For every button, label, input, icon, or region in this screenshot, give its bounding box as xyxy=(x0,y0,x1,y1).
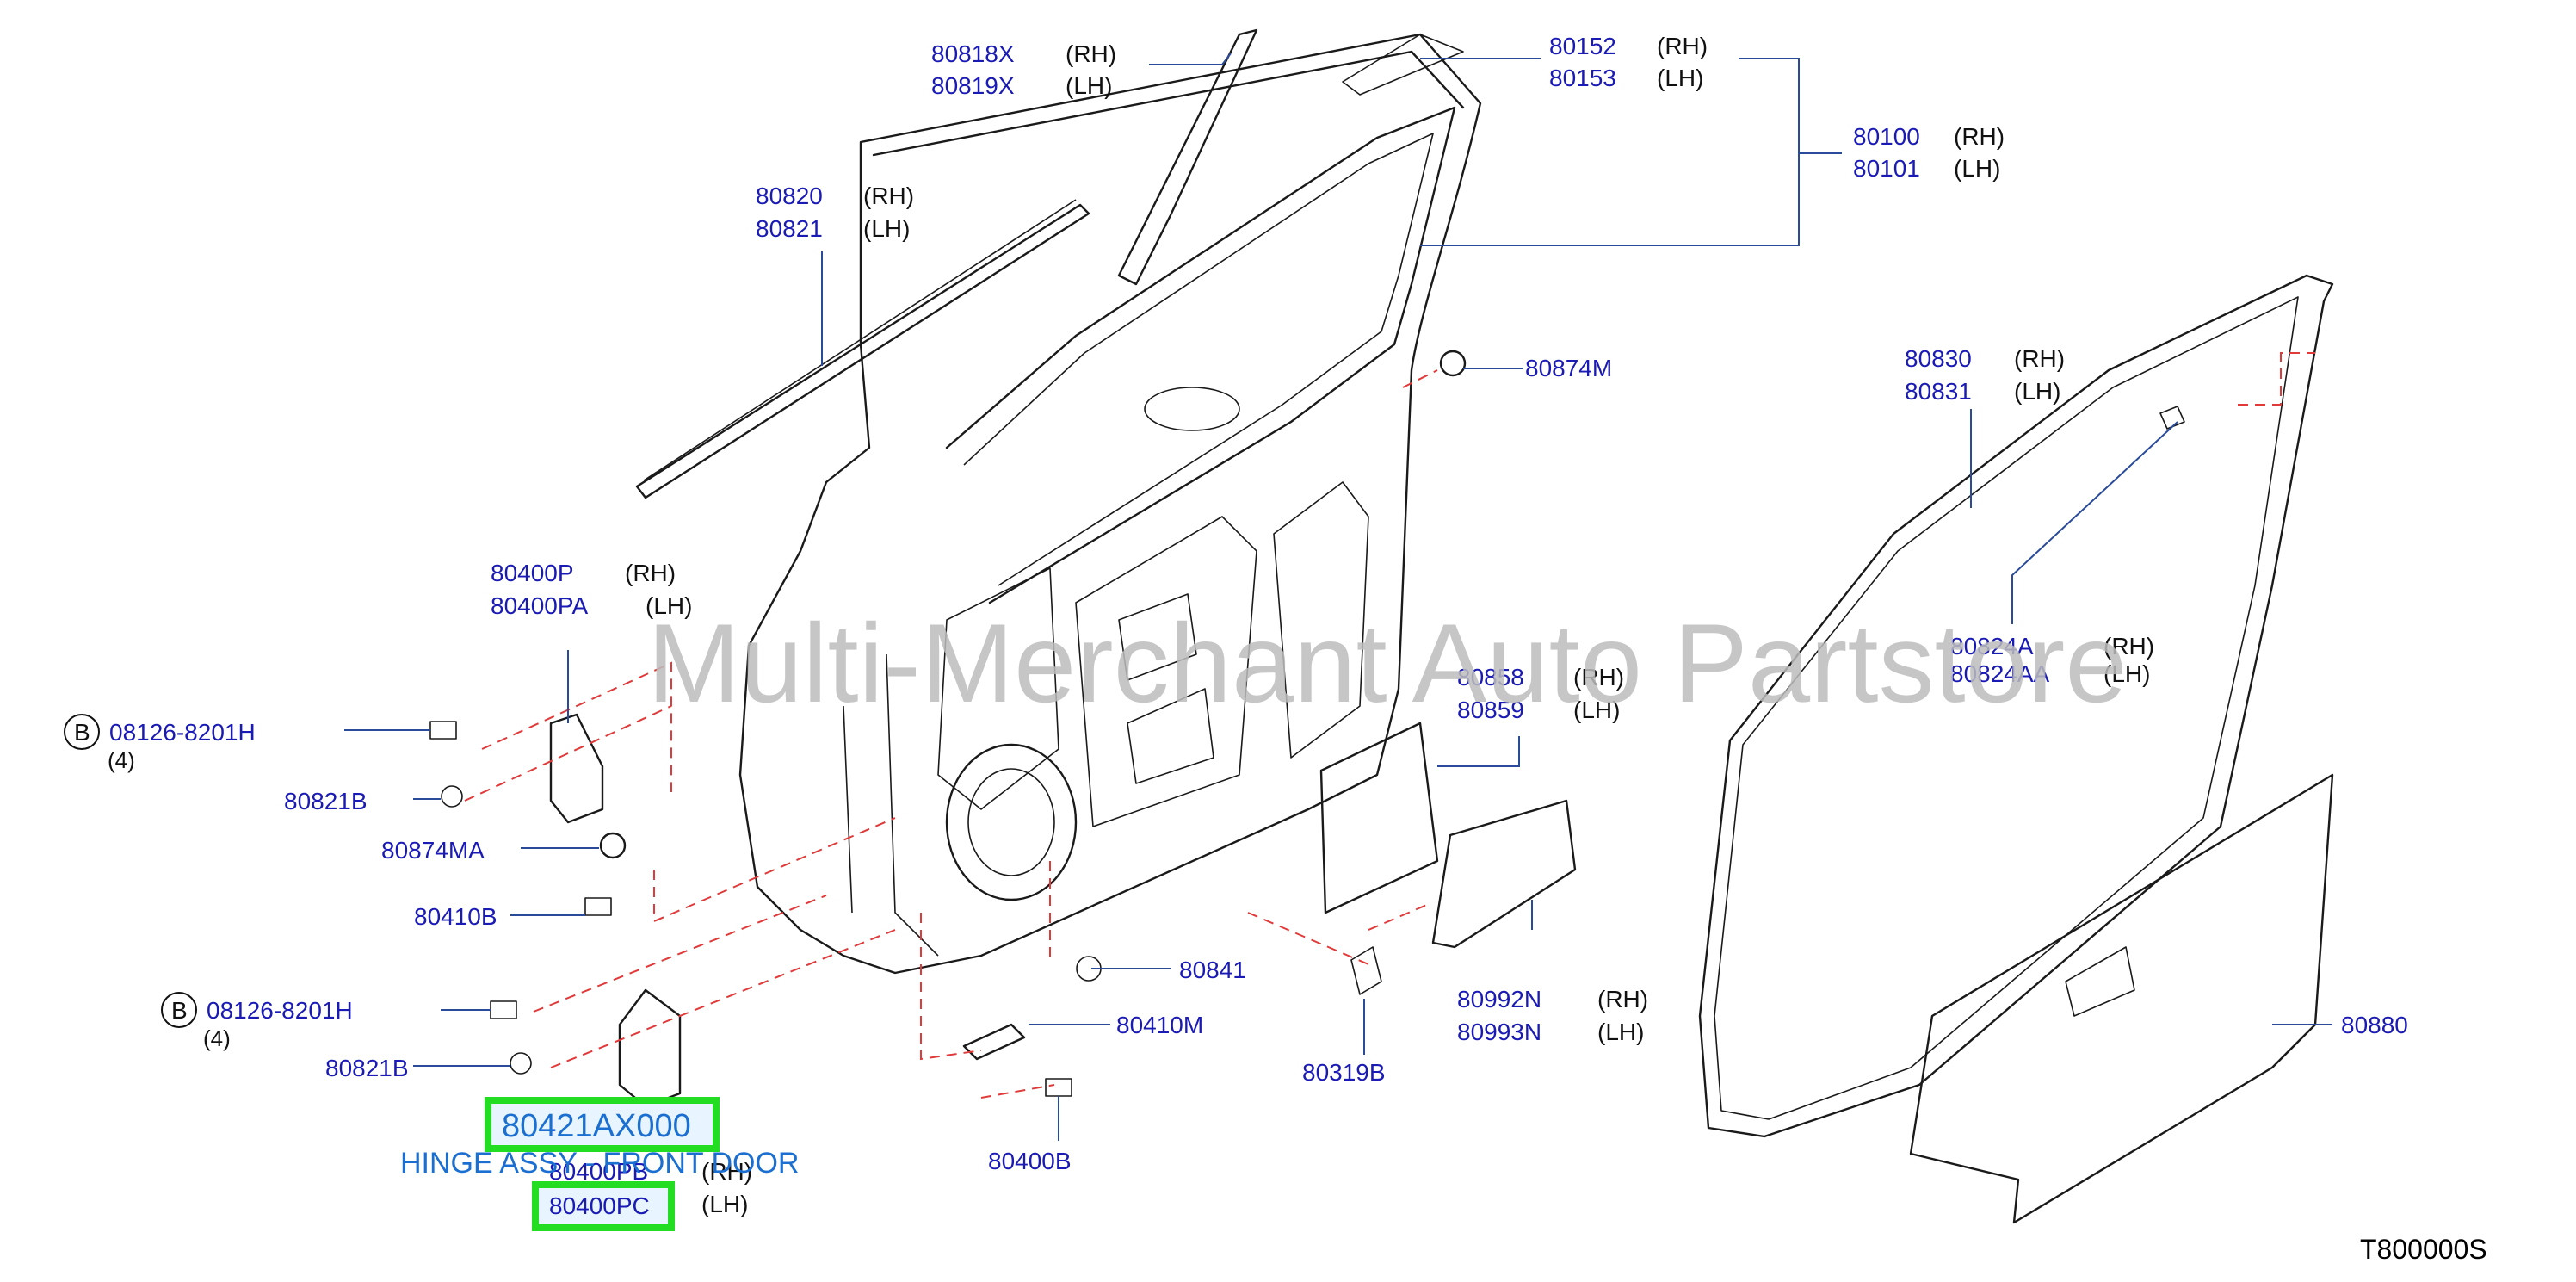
side-label: (LH) xyxy=(863,215,910,242)
part-number-80400pb[interactable]: 80400PB xyxy=(549,1158,648,1185)
part-number-80824aa[interactable]: 80824AA xyxy=(1950,660,2050,687)
part-number-80874m[interactable]: 80874M xyxy=(1525,355,1612,381)
side-label: (RH) xyxy=(625,560,676,586)
door-shell-drawing xyxy=(738,28,1482,975)
sealing-screen-drawing xyxy=(1909,773,2334,1224)
part-number-80821[interactable]: 80821 xyxy=(756,215,823,242)
side-label: (RH) xyxy=(2103,633,2154,660)
callout-80821b-upper[interactable]: 80821B xyxy=(284,788,368,814)
callout-80880[interactable]: 80880 xyxy=(2341,1012,2408,1038)
part-number-80831[interactable]: 80831 xyxy=(1905,378,1972,405)
callout-80821b-lower[interactable]: 80821B xyxy=(325,1055,409,1081)
side-label: (LH) xyxy=(1573,697,1620,723)
part-number-80410b[interactable]: 80410B xyxy=(414,903,497,930)
side-label: (LH) xyxy=(1657,65,1703,91)
part-number-80992n[interactable]: 80992N xyxy=(1457,986,1541,1013)
highlight-background xyxy=(535,1185,671,1228)
side-label: (RH) xyxy=(1573,664,1624,691)
diagram-code: T800000S xyxy=(2360,1234,2487,1265)
part-number-80818x[interactable]: 80818X xyxy=(931,40,1015,67)
reference-circle xyxy=(161,992,197,1028)
part-number-80858[interactable]: 80858 xyxy=(1457,664,1524,691)
callout-80319b[interactable]: 80319B xyxy=(1302,1059,1386,1086)
highlight-frame xyxy=(532,1181,675,1231)
callout-80100[interactable]: 80100 (RH) 80101 (LH) xyxy=(1853,123,2005,182)
callout-80992n[interactable]: 80992N (RH) 80993N (LH) xyxy=(1457,986,1648,1045)
callout-80400pb[interactable]: 80400PB (RH) (LH) xyxy=(549,1158,752,1217)
side-label: (RH) xyxy=(1954,123,2005,150)
reference-letter: B xyxy=(171,997,188,1024)
highlighted-80400pc-callout[interactable]: 80400PC xyxy=(532,1181,675,1231)
callout-80410m[interactable]: 80410M xyxy=(1116,1012,1203,1038)
part-number-80880[interactable]: 80880 xyxy=(2341,1012,2408,1038)
side-label: (LH) xyxy=(2103,660,2150,687)
part-number-80821b[interactable]: 80821B xyxy=(325,1055,409,1081)
side-label: (LH) xyxy=(701,1191,748,1217)
part-number-80410m[interactable]: 80410M xyxy=(1116,1012,1203,1038)
quantity-label: (4) xyxy=(108,747,135,773)
highlighted-part-number[interactable]: 80421AX000 xyxy=(502,1108,691,1144)
side-label: (RH) xyxy=(863,183,914,209)
belt-molding-drawing xyxy=(635,199,1090,499)
watermark-text: Multi-Merchant Auto Partstore xyxy=(647,600,2128,726)
part-number-80400p[interactable]: 80400P xyxy=(491,560,574,586)
highlight-frame xyxy=(485,1097,720,1152)
callout-80152[interactable]: 80152 (RH) 80153 (LH) xyxy=(1549,33,1708,91)
callout-80874m[interactable]: 80874M xyxy=(1525,355,1612,381)
part-number-80400pc[interactable]: 80400PC xyxy=(549,1192,650,1219)
part-number-80319b[interactable]: 80319B xyxy=(1302,1059,1386,1086)
side-label: (LH) xyxy=(1066,72,1112,99)
side-label: (LH) xyxy=(2014,378,2060,405)
callout-80400b[interactable]: 80400B xyxy=(988,1148,1072,1174)
callout-08126-8201h-upper[interactable]: B 08126-8201H (4) xyxy=(64,714,256,773)
weatherstrip-drawing xyxy=(1698,274,2334,1138)
part-number-80993n[interactable]: 80993N xyxy=(1457,1019,1541,1045)
part-number-80152[interactable]: 80152 xyxy=(1549,33,1616,59)
part-number-80400pa[interactable]: 80400PA xyxy=(491,592,588,619)
callout-80820[interactable]: 80820 (RH) 80821 (LH) xyxy=(756,183,914,242)
part-number-80820[interactable]: 80820 xyxy=(756,183,823,209)
side-label: (LH) xyxy=(1597,1019,1644,1045)
side-label: (RH) xyxy=(1066,40,1116,67)
small-parts-drawing xyxy=(429,350,2185,1108)
reference-letter: B xyxy=(74,719,90,746)
side-label: (RH) xyxy=(2014,345,2065,372)
side-label: (RH) xyxy=(1597,986,1648,1013)
part-number-80821b[interactable]: 80821B xyxy=(284,788,368,814)
part-number-80400b[interactable]: 80400B xyxy=(988,1148,1072,1174)
assembly-guide-lines xyxy=(464,352,2315,1099)
leader-lines xyxy=(344,53,2332,1141)
part-number-80824a[interactable]: 80824A xyxy=(1950,633,2034,660)
highlighted-hinge-callout[interactable]: 80421AX000 HINGE ASSY - FRONT DOOR xyxy=(400,1097,799,1180)
callout-80841[interactable]: 80841 xyxy=(1179,957,1246,983)
part-number-08126-8201h[interactable]: 08126-8201H xyxy=(207,997,353,1024)
quantity-label: (4) xyxy=(203,1025,231,1051)
callout-08126-8201h-lower[interactable]: B 08126-8201H (4) xyxy=(161,992,353,1051)
side-label: (LH) xyxy=(1954,155,2000,182)
highlight-background xyxy=(488,1100,716,1149)
reference-circle xyxy=(64,714,100,750)
callout-80410b[interactable]: 80410B xyxy=(414,903,497,930)
part-number-80841[interactable]: 80841 xyxy=(1179,957,1246,983)
callout-80824a[interactable]: 80824A (RH) 80824AA (LH) xyxy=(1950,633,2154,687)
part-number-08126-8201h[interactable]: 08126-8201H xyxy=(109,719,256,746)
callout-80400p[interactable]: 80400P (RH) 80400PA (LH) xyxy=(491,560,692,619)
highlighted-part-description: HINGE ASSY - FRONT DOOR xyxy=(400,1147,799,1180)
part-number-80819x[interactable]: 80819X xyxy=(931,72,1015,99)
part-number-80830[interactable]: 80830 xyxy=(1905,345,1972,372)
part-number-80100[interactable]: 80100 xyxy=(1853,123,1920,150)
callout-80858[interactable]: 80858 (RH) 80859 (LH) xyxy=(1457,664,1624,723)
callout-80818x[interactable]: 80818X (RH) 80819X (LH) xyxy=(931,40,1116,99)
part-number-80153[interactable]: 80153 xyxy=(1549,65,1616,91)
callout-80874ma[interactable]: 80874MA xyxy=(381,837,485,864)
side-label: (RH) xyxy=(701,1158,752,1185)
part-number-80101[interactable]: 80101 xyxy=(1853,155,1920,182)
part-number-80859[interactable]: 80859 xyxy=(1457,697,1524,723)
part-number-80874ma[interactable]: 80874MA xyxy=(381,837,485,864)
side-label: (LH) xyxy=(646,592,692,619)
callout-80830[interactable]: 80830 (RH) 80831 (LH) xyxy=(1905,345,2065,405)
side-label: (RH) xyxy=(1657,33,1708,59)
